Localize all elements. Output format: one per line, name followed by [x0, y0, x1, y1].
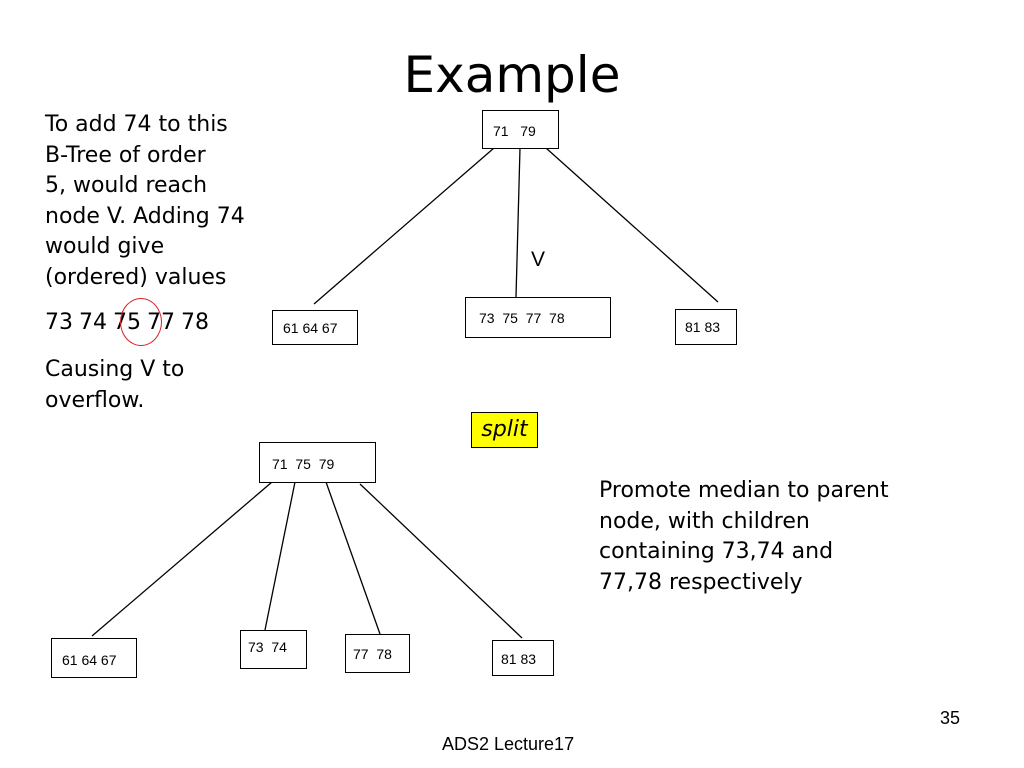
bottom-child-4-node: 81 83 [492, 640, 554, 676]
edge-top-mid [515, 147, 521, 298]
edge-bottom-4 [359, 483, 523, 639]
node-keys: 61 64 67 [62, 652, 117, 668]
intro-line: would give [45, 234, 165, 259]
top-child-v-node: 73 75 77 78 [465, 297, 611, 338]
intro-line: B-Tree of order [45, 142, 206, 168]
intro-text: To add 74 to this B-Tree of order 5, wou… [45, 110, 245, 293]
intro-line: (ordered) values [45, 264, 227, 290]
promote-line: node, with children [599, 508, 810, 534]
node-keys: 71 79 [493, 123, 536, 139]
top-child-right-node: 81 83 [675, 309, 737, 345]
node-keys: 77 78 [353, 646, 392, 662]
top-root-node: 71 79 [482, 110, 559, 149]
node-keys: 73 74 [248, 639, 287, 655]
overflow-text: Causing V to overflow. [45, 355, 184, 416]
node-keys: 81 83 [501, 651, 537, 667]
intro-line: To add 74 to this [45, 112, 228, 137]
bottom-child-3-node: 77 78 [345, 634, 410, 673]
edge-bottom-1 [91, 481, 273, 637]
promote-text: Promote median to parent node, with chil… [599, 476, 889, 598]
edge-top-left [313, 147, 495, 305]
promote-line: 77,78 respectively [599, 569, 803, 595]
node-v-label: V [531, 248, 546, 271]
overflow-line: Causing V to [45, 357, 185, 382]
promote-line: Promote median to parent [599, 478, 889, 503]
bottom-child-2-node: 73 74 [240, 630, 307, 669]
intro-line: 5, would reach [45, 173, 208, 198]
bottom-root-node: 71 75 79 [259, 442, 376, 483]
node-keys: 81 83 [685, 319, 721, 335]
node-keys: 71 75 79 [272, 456, 335, 472]
node-keys: 73 75 77 78 [479, 310, 565, 326]
bottom-child-1-node: 61 64 67 [51, 638, 137, 678]
intro-line: node V. Adding 74 [45, 203, 245, 229]
edge-top-right [545, 147, 719, 303]
median-highlight-circle [120, 298, 162, 346]
top-child-left-node: 61 64 67 [272, 310, 358, 345]
edge-bottom-2 [264, 481, 296, 631]
split-label: split [471, 412, 538, 448]
overflow-line: overflow. [45, 387, 145, 413]
node-keys: 61 64 67 [283, 320, 338, 336]
promote-line: containing 73,74 and [599, 539, 834, 564]
slide-title: Example [403, 46, 621, 104]
footer-text: ADS2 Lecture17 [442, 734, 575, 754]
edge-bottom-3 [325, 481, 381, 635]
slide-number: 35 [940, 708, 961, 728]
